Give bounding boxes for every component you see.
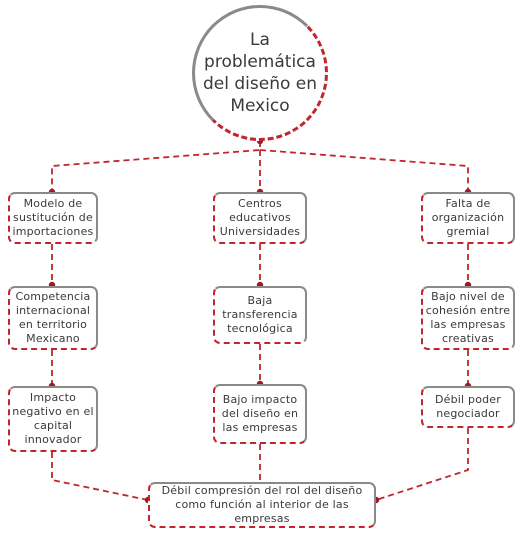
node-educational-centers: Centros educativos Universidades (213, 192, 307, 244)
node-negative-impact-innovation: Impacto negativo en el capital innovador (8, 386, 98, 452)
node-low-design-impact: Bajo impacto del diseño en las empresas (213, 384, 307, 444)
title-circle: La problemática del diseño en Mexico (192, 5, 328, 141)
node-international-competition: Competencia internacional en territorio … (8, 286, 98, 350)
diagram-title: La problemática del diseño en Mexico (202, 30, 318, 116)
node-import-substitution-model: Modelo de sustitución de importaciones (8, 192, 98, 244)
node-lack-guild-organization: Falta de organización gremial (421, 192, 515, 244)
node-low-tech-transfer: Baja transferencia tecnológica (213, 286, 307, 344)
node-weak-negotiating-power: Débil poder negociador (421, 386, 515, 428)
node-conclusion: Débil compresión del rol del diseño como… (148, 482, 376, 528)
node-low-cohesion: Bajo nivel de cohesión entre las empresa… (421, 286, 515, 350)
